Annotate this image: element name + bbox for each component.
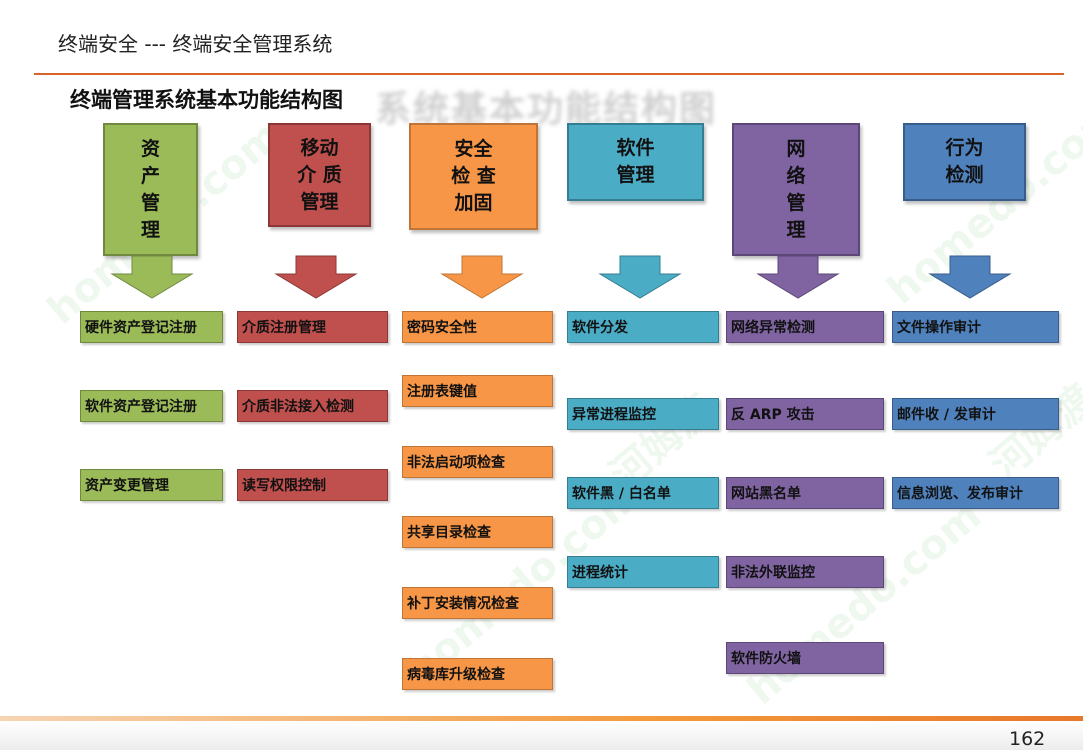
- category-label: 软件 管理: [616, 137, 655, 186]
- function-item: 软件防火墙: [726, 642, 884, 674]
- function-item: 信息浏览、发布审计: [892, 477, 1059, 509]
- function-item: 网络异常检测: [726, 311, 884, 343]
- category-box-behavior: 行为 检测: [903, 123, 1026, 201]
- function-item: 异常进程监控: [567, 398, 719, 430]
- function-item-label: 软件黑 / 白名单: [572, 486, 671, 502]
- function-item: 补丁安装情况检查: [402, 587, 553, 619]
- function-item-label: 介质注册管理: [242, 320, 326, 336]
- function-item-label: 补丁安装情况检查: [407, 596, 519, 612]
- function-item: 邮件收 / 发审计: [892, 398, 1059, 430]
- function-item-label: 非法启动项检查: [407, 455, 505, 471]
- function-item-label: 文件操作审计: [897, 320, 981, 336]
- header-title: 终端安全 --- 终端安全管理系统: [58, 32, 333, 56]
- function-item: 文件操作审计: [892, 311, 1059, 343]
- function-item: 读写权限控制: [237, 469, 388, 501]
- function-item: 软件黑 / 白名单: [567, 477, 719, 509]
- function-item-label: 网络异常检测: [731, 320, 815, 336]
- function-item-label: 共享目录检查: [407, 525, 491, 541]
- function-item-label: 邮件收 / 发审计: [897, 407, 996, 423]
- function-item: 进程统计: [567, 556, 719, 588]
- down-arrow-icon: [928, 255, 1012, 299]
- header-divider: [34, 73, 1064, 75]
- function-item: 硬件资产登记注册: [80, 311, 223, 343]
- function-item: 密码安全性: [402, 311, 553, 343]
- function-item: 软件资产登记注册: [80, 390, 223, 422]
- diagram-title: 终端管理系统基本功能结构图: [70, 88, 343, 112]
- footer-accent-bar: [0, 716, 1083, 721]
- function-item-label: 进程统计: [572, 565, 628, 581]
- function-item-label: 病毒库升级检查: [407, 667, 505, 683]
- function-item-label: 网站黑名单: [731, 486, 801, 502]
- function-item: 反 ARP 攻击: [726, 398, 884, 430]
- function-item: 软件分发: [567, 311, 719, 343]
- function-item-label: 信息浏览、发布审计: [897, 486, 1023, 502]
- category-label: 行为 检测: [945, 137, 984, 186]
- watermark-text: homedo.com: [739, 492, 990, 714]
- category-box-media: 移动 介 质 管理: [268, 123, 371, 227]
- function-item-label: 非法外联监控: [731, 565, 815, 581]
- function-item: 非法外联监控: [726, 556, 884, 588]
- function-item-label: 异常进程监控: [572, 407, 656, 423]
- function-item: 介质非法接入检测: [237, 390, 388, 422]
- category-box-software: 软件 管理: [567, 123, 704, 201]
- function-item-label: 硬件资产登记注册: [85, 320, 197, 336]
- function-item: 非法启动项检查: [402, 446, 553, 478]
- down-arrow-icon: [274, 255, 358, 299]
- category-label: 移动 介 质 管理: [297, 136, 342, 213]
- function-item-label: 软件资产登记注册: [85, 399, 197, 415]
- category-box-network: 网 络 管 理: [732, 123, 860, 256]
- function-item-label: 读写权限控制: [242, 478, 326, 494]
- function-item: 注册表键值: [402, 375, 553, 407]
- function-item: 资产变更管理: [80, 469, 223, 501]
- function-item: 网站黑名单: [726, 477, 884, 509]
- function-item-label: 反 ARP 攻击: [731, 407, 815, 423]
- function-item: 共享目录检查: [402, 516, 553, 548]
- function-item-label: 软件防火墙: [731, 651, 801, 667]
- function-item-label: 密码安全性: [407, 320, 477, 336]
- down-arrow-icon: [440, 255, 524, 299]
- category-label: 安全 检 查 加固: [451, 138, 496, 214]
- function-item-label: 资产变更管理: [85, 478, 169, 494]
- function-item-label: 软件分发: [572, 320, 628, 336]
- category-box-security: 安全 检 查 加固: [409, 123, 538, 230]
- footer-band: [0, 721, 1083, 750]
- category-box-asset: 资 产 管 理: [103, 123, 198, 256]
- down-arrow-icon: [598, 255, 682, 299]
- category-label: 资 产 管 理: [140, 137, 160, 241]
- function-item: 介质注册管理: [237, 311, 388, 343]
- function-item-label: 注册表键值: [407, 384, 477, 400]
- page-number: 162: [1009, 728, 1046, 750]
- category-label: 网 络 管 理: [786, 137, 806, 241]
- function-item-label: 介质非法接入检测: [242, 399, 354, 415]
- down-arrow-icon: [756, 255, 840, 299]
- down-arrow-icon: [110, 255, 194, 299]
- function-item: 病毒库升级检查: [402, 658, 553, 690]
